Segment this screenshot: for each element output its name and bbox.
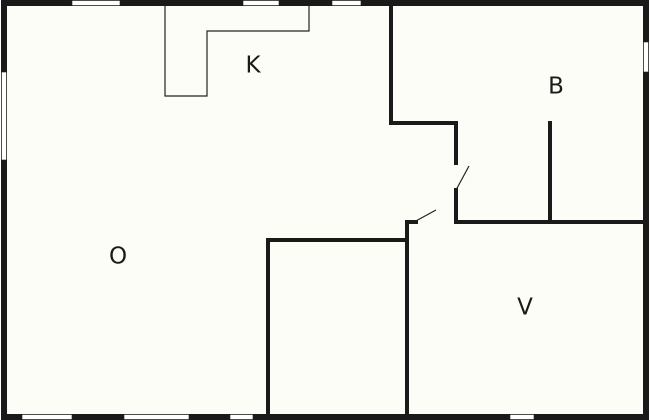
window-bottom-4 — [509, 414, 535, 420]
doors — [413, 165, 470, 223]
wall-bathroom-west — [405, 220, 418, 419]
window-top-1 — [71, 0, 121, 6]
interior-walls — [266, 1, 648, 419]
room-label-kitchen: K — [245, 53, 261, 79]
window-top-3 — [331, 0, 362, 6]
window-top-2 — [242, 0, 280, 6]
window-bottom-2 — [123, 414, 190, 420]
room-label-living: O — [109, 244, 127, 270]
window-bottom-1 — [21, 414, 73, 420]
kitchen-counter — [164, 6, 310, 97]
room-label-bedroom: B — [548, 74, 564, 100]
wall-storage — [266, 238, 409, 419]
window-left — [1, 71, 7, 161]
door-bathroom-leaf — [413, 209, 437, 223]
floor-background — [4, 3, 646, 417]
window-bottom-3 — [229, 414, 254, 420]
door-bedroom-leaf — [455, 165, 470, 191]
window-right — [643, 41, 649, 73]
room-label-bathroom: V — [517, 295, 533, 321]
wall-bedroom-west — [389, 1, 458, 165]
